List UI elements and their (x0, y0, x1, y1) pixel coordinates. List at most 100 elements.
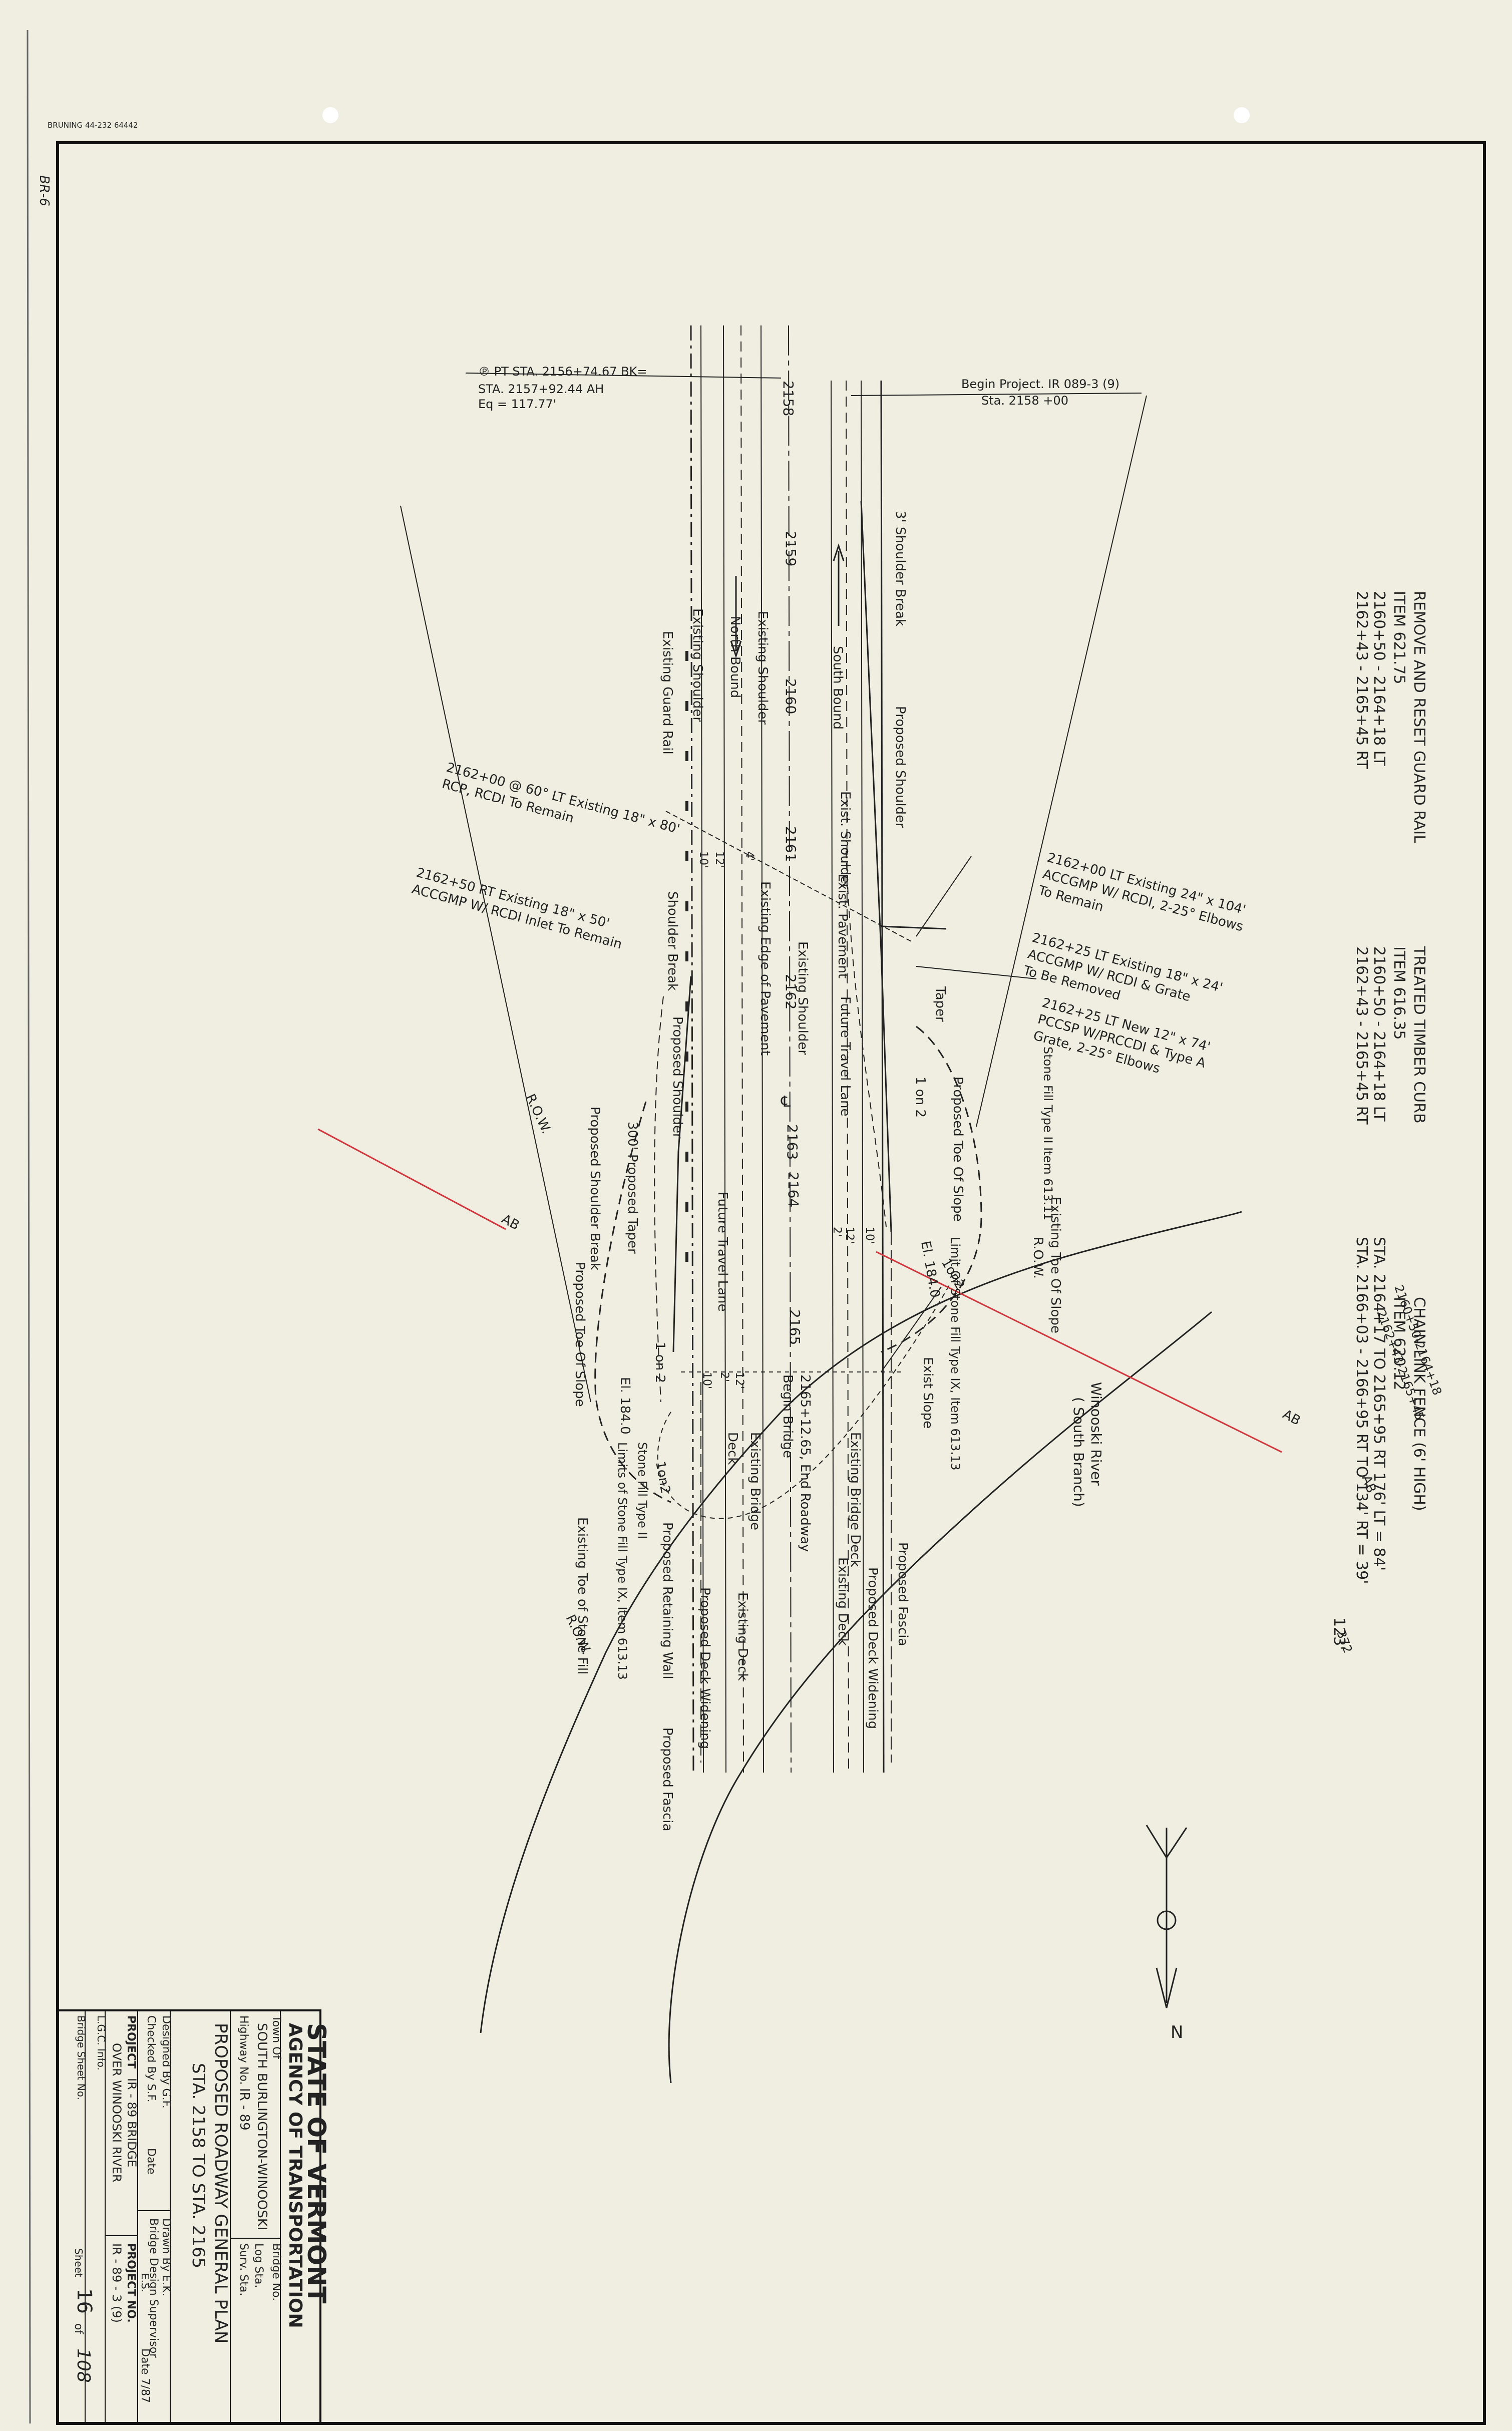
label-future-travel-lane-sb: Future Travel Lane (838, 996, 853, 1117)
leader-culvert-18 (916, 966, 1037, 979)
agency-state: STATE OF VERMONT (302, 2023, 331, 2303)
design-supervisor: Bridge Design Supervisor (147, 2218, 160, 2358)
culvert-18-rcp (665, 811, 912, 942)
drawing-title-1: PROPOSED ROADWAY GENERAL PLAN (211, 2023, 231, 2343)
river-bank-east (668, 1311, 1212, 2083)
label-deck: Deck (725, 1432, 740, 1465)
project-value: IR - 89 BRIDGE (125, 2078, 139, 2167)
project-label: PROJECT (125, 2015, 137, 2068)
label-existing-bridge-deck: Existing Bridge Deck (848, 1432, 863, 1567)
pt-eq-line-2: STA. 2157+92.44 AH (478, 382, 604, 396)
bridge-no-label: Bridge No. (270, 2243, 282, 2301)
label-existing-bridge: Existing Bridge (747, 1432, 763, 1530)
fence-line-2: STA. 2166+03 - 2166+95 RT TO 134' RT = 3… (1353, 1237, 1370, 1584)
punch-hole-left (322, 107, 338, 123)
label-existing-guard-rail: Existing Guard Rail (660, 631, 675, 755)
town-value: SOUTH BURLINGTON-WINOOSKI (254, 2023, 269, 2231)
label-proposed-deck-widening-sb: Proposed Deck Widening (865, 1567, 880, 1729)
of-word: of (72, 2323, 85, 2334)
label-future-travel-lane-nb: Future Travel Lane (715, 1192, 730, 1312)
supervisor-initials: E.S. (139, 2273, 151, 2292)
bridge-sheet-no-label: Bridge Sheet No. (75, 2015, 87, 2100)
nb-proposed-taper (654, 996, 664, 1403)
stone-fill-limit (657, 1281, 952, 1519)
agency-name: AGENCY OF TRANSPORTATION (285, 2023, 305, 2328)
label-shoulder-break: Shoulder Break (665, 891, 680, 991)
sb-shoulder-line (861, 380, 864, 1773)
label-exist-pavement: Exist. Pavement (835, 874, 850, 978)
log-sta-label: Log Sta. (252, 2243, 265, 2288)
dim-2-bridge: 2' (718, 1372, 730, 1382)
drawn-by: Drawn By E.K. (160, 2218, 172, 2296)
station-2159: 2159 (783, 531, 799, 566)
north-label: N (1171, 2022, 1183, 2042)
project-no-label: PROJECT NO. (125, 2243, 137, 2323)
lgc-label: L.G.C. Info. (95, 2015, 107, 2070)
sb-inner-line (831, 380, 834, 1773)
note-guard-rail: REMOVE AND RESET GUARD RAIL ITEM 621.75 … (1353, 591, 1428, 843)
label-existing-deck-sb: Existing Deck (835, 1557, 850, 1646)
fence-item: ITEM 620.12 (1390, 1297, 1408, 1391)
sb-taper (846, 851, 887, 1227)
begin-project-1: Begin Project. IR 089-3 (9) (961, 377, 1119, 391)
label-proposed-retaining-wall: Proposed Retaining Wall (660, 1522, 675, 1679)
label-existing-shoulder-center: Existing Shoulder (795, 941, 810, 1055)
drawing-title-2: STA. 2158 TO STA. 2165 (188, 2063, 208, 2268)
nb-shoulder-line (723, 325, 726, 1773)
nb-guard-rail-line (690, 325, 694, 1773)
nb-proposed-shoulder (672, 976, 692, 1352)
label-proposed-deck-widening-nb: Proposed Deck Widening (697, 1587, 712, 1749)
project-value-2: OVER WINOOSKI RIVER (110, 2043, 124, 2183)
highway-label: Highway No. (237, 2015, 250, 2085)
label-taper: Taper (933, 986, 948, 1022)
station-2161: 2161 (783, 826, 799, 862)
station-2163: 2163 (784, 1124, 801, 1160)
guard-rail-line-1: 2160+50 - 2164+18 LT (1370, 591, 1388, 766)
label-exist-shoulder: Exist. Shoulder (838, 791, 853, 889)
label-existing-deck-nb: Existing Deck (735, 1592, 750, 1681)
label-shoulder-break-3: 3' Shoulder Break (893, 511, 908, 626)
river-bank-west (480, 1211, 1242, 2033)
title-block-frame (57, 2009, 321, 2424)
guard-rail-item: ITEM 621.75 (1390, 591, 1408, 684)
dim-10-bridge: 10' (700, 1372, 713, 1389)
dim-12-nb: 12' (713, 851, 725, 868)
label-1on2-nb: 1 on 2 (652, 1342, 667, 1383)
sheet-left-edge (27, 30, 31, 2424)
label-proposed-toe-slope-nb: Proposed Toe Of Slope (572, 1262, 587, 1407)
nb-arrow-head (730, 640, 742, 658)
checked-by: Checked By S.F. (145, 2015, 157, 2103)
leader-pt-eq (465, 373, 782, 379)
title-block: STATE OF VERMONT AGENCY OF TRANSPORTATIO… (57, 2009, 331, 2424)
dim-10-nb: 10' (697, 851, 709, 868)
timber-curb-title: TREATED TIMBER CURB (1410, 946, 1428, 1124)
date-label: Date (145, 2148, 157, 2175)
sheet-total: 108 (73, 2348, 94, 2383)
dim-12-bridge: 12' (733, 1372, 745, 1389)
nb-edge-line (700, 325, 704, 1773)
row-line-west (400, 505, 591, 1403)
label-stone-fill-type2: Stone Fill Type II Item 613.11 (1041, 1047, 1055, 1220)
leader-culvert-24 (916, 856, 972, 937)
dim-10-sb: 10' (863, 1227, 876, 1244)
leader-stone-fill (881, 1286, 942, 1372)
label-proposed-taper: 300' Proposed Taper (625, 1122, 640, 1254)
label-centerline: ℄ (781, 1093, 791, 1111)
town-label: Town Of (270, 2015, 282, 2059)
label-existing-edge-pavement: Existing Edge of Pavement (758, 881, 773, 1056)
label-river-branch: ( South Branch) (1070, 1397, 1087, 1507)
sb-arrow-head (833, 543, 845, 561)
label-north-bound: North Bound (727, 616, 742, 698)
surv-sta-label: Surv. Sta. (237, 2243, 250, 2296)
station-2158: 2158 (780, 381, 797, 416)
note-fence: CHAIN LINK FENCE (6' HIGH) ITEM 620.12 S… (1330, 1237, 1428, 1650)
label-end-roadway: 2165+12.65, End Roadway (798, 1374, 813, 1552)
nb-lane-line (740, 325, 744, 1773)
dim-2-sb: 2' (831, 1227, 843, 1237)
label-proposed-toe-slope-sb: Proposed Toe Of Slope (950, 1077, 965, 1222)
label-existing-toe-slope: Existing Toe Of Slope (1048, 1197, 1063, 1333)
punch-hole-right (1234, 107, 1250, 123)
pt-eq-line-1: ℗ PT STA. 2156+74.67 BK= (478, 365, 647, 379)
label-proposed-fascia-nb: Proposed Fascia (660, 1727, 675, 1831)
